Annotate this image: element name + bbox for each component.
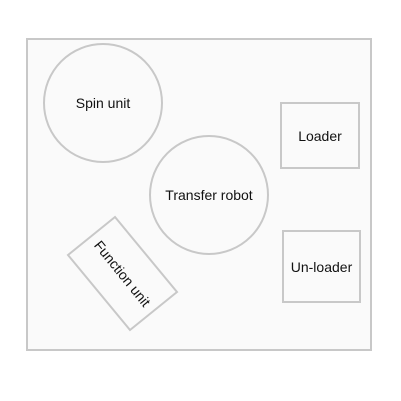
loader-shape xyxy=(280,102,360,169)
unloader-label: Un-loader xyxy=(291,259,353,275)
spin-unit: Spin unit xyxy=(43,43,163,163)
spin-unit-shape xyxy=(43,43,163,163)
transfer-robot-label: Transfer robot xyxy=(165,187,253,203)
function-unit-shape xyxy=(66,215,179,332)
equipment-frame xyxy=(26,38,372,351)
loader: Loader xyxy=(280,102,360,169)
unloader: Un-loader xyxy=(282,230,361,303)
unloader-shape xyxy=(282,230,361,303)
transfer-robot-shape xyxy=(149,135,269,255)
transfer-robot: Transfer robot xyxy=(149,135,269,255)
spin-unit-label: Spin unit xyxy=(76,95,131,111)
loader-label: Loader xyxy=(298,128,342,144)
